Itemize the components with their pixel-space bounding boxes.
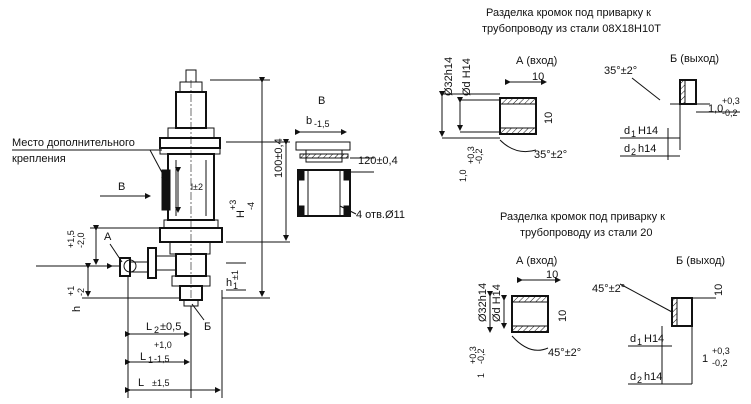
top-outlet-detail: Б (выход) 35°±2° d 1 H14 d 2 h14 1,0 +0,… xyxy=(604,53,740,160)
dim-h-main-tol-top: +3 xyxy=(228,200,238,210)
top-outlet-toltop: +0,3 xyxy=(722,96,740,106)
bottom-inlet-detail: А (вход) Ø32h14 Ød H14 10 10 45°±2° 1 +0… xyxy=(468,255,581,378)
bottom-outlet-d1-sub: 1 xyxy=(637,337,642,347)
dim-h-left-tol-top: +1 xyxy=(66,286,76,296)
main-labels: Место дополнительного крепления В А Б xyxy=(12,137,211,333)
bottom-header-line1: Разделка кромок под приварку к xyxy=(500,211,665,223)
bottom-outlet-toltop: +0,3 xyxy=(712,346,730,356)
dim-h1-sub: 1 xyxy=(233,281,238,291)
top-outlet-d1-sub: 1 xyxy=(631,129,636,139)
bottom-outlet-title: Б (выход) xyxy=(676,255,725,267)
top-inlet-detail: А (вход) Ø32h14 Ød H14 10 10 35°±2° 1,0 … xyxy=(439,55,567,182)
bottom-outlet-dim10: 10 xyxy=(713,284,725,296)
bottom-inlet-tolbot: -0,2 xyxy=(476,348,486,364)
top-inlet-angle: 35°±2° xyxy=(534,149,567,161)
top-inlet-tolbase: 1,0 xyxy=(458,169,468,182)
view-v: В b -1,5 120±0,4 4 отв.Ø11 xyxy=(295,95,405,221)
top-outlet-angle: 35°±2° xyxy=(604,65,637,77)
top-inlet-title: А (вход) xyxy=(516,55,557,67)
dim-15-top: +1,5 xyxy=(66,230,76,248)
bottom-outlet-d1-tol: H14 xyxy=(644,333,664,345)
bottom-outlet-d2-tol: h14 xyxy=(644,371,662,383)
top-inlet-dim32: Ø32h14 xyxy=(443,57,455,96)
bottom-inlet-toltop: +0,3 xyxy=(468,346,478,364)
view-v-title: В xyxy=(318,95,325,107)
mount-label-1: Место дополнительного xyxy=(12,137,135,149)
dim-100: 100±0,4 xyxy=(273,138,285,178)
dim-l1: L xyxy=(140,351,146,363)
top-outlet-d1: d xyxy=(624,125,630,137)
dim-h-main: H xyxy=(235,210,247,218)
top-outlet-d2-tol: h14 xyxy=(638,143,656,155)
arrow-b-label: Б xyxy=(204,321,211,333)
top-header-line1: Разделка кромок под приварку к xyxy=(486,7,651,19)
bottom-inlet-title: А (вход) xyxy=(516,255,557,267)
bottom-inlet-dim10a: 10 xyxy=(546,269,558,281)
bottom-header: Разделка кромок под приварку к трубопров… xyxy=(500,211,665,239)
dim-b-tol: -1,5 xyxy=(314,119,330,129)
dim-h-left: h xyxy=(71,306,83,312)
dim-b: b xyxy=(306,115,312,127)
dim-L: L xyxy=(138,377,144,389)
holes-label: 4 отв.Ø11 xyxy=(356,209,405,221)
valve-main-view xyxy=(119,69,223,307)
dim-l2-sub: 2 xyxy=(154,325,159,335)
bottom-outlet-d1: d xyxy=(630,333,636,345)
bottom-outlet-d2-sub: 2 xyxy=(637,375,642,385)
top-outlet-d2-sub: 2 xyxy=(631,147,636,157)
bottom-outlet-tolbot: -0,2 xyxy=(712,358,728,368)
bottom-outlet-detail: Б (выход) 45°±2° 10 d 1 H14 d 2 h14 1 +0… xyxy=(592,255,730,385)
top-header: Разделка кромок под приварку к трубопров… xyxy=(482,7,661,35)
dim-l2-tol: ±0,5 xyxy=(160,321,181,333)
arrow-a-label: А xyxy=(104,231,112,243)
mount-label-2: крепления xyxy=(12,153,66,165)
top-outlet-tolbase: 1,0 xyxy=(708,103,723,115)
dim-h-main-tol-bot: -4 xyxy=(246,202,256,210)
dim-15-bot: -2,0 xyxy=(76,232,86,248)
dim-h1: h xyxy=(226,277,232,289)
bottom-inlet-dimd: Ød H14 xyxy=(491,284,503,322)
top-inlet-dim10b: 10 xyxy=(543,112,555,124)
dim-l1-sub: 1 xyxy=(148,355,153,365)
top-outlet-tolbot: -0,2 xyxy=(722,108,738,118)
dim-l1-tol-bot: -1,5 xyxy=(154,354,170,364)
top-inlet-tolbot: -0,2 xyxy=(474,148,484,164)
top-inlet-toltop: +0,3 xyxy=(466,146,476,164)
main-dimensions: H +3 -4 100±0,4 l±2 h 1 ±1 h +1 -2 +1,5 … xyxy=(66,77,290,398)
top-outlet-title: Б (выход) xyxy=(670,53,719,65)
bottom-inlet-tolbase: 1 xyxy=(476,373,486,378)
top-outlet-d2: d xyxy=(624,143,630,155)
top-inlet-dim10a: 10 xyxy=(532,71,544,83)
dim-120: 120±0,4 xyxy=(358,155,398,167)
bottom-inlet-dim10b: 10 xyxy=(557,310,569,322)
bottom-inlet-dim32: Ø32h14 xyxy=(477,283,489,322)
bottom-outlet-angle: 45°±2° xyxy=(592,283,625,295)
dim-l1-tol-top: +1,0 xyxy=(154,340,172,350)
bottom-inlet-angle: 45°±2° xyxy=(548,347,581,359)
top-outlet-d1-tol: H14 xyxy=(638,125,658,137)
dim-h-left-tol-bot: -2 xyxy=(76,288,86,296)
dim-l2: L xyxy=(146,321,152,333)
bottom-outlet-tolbase: 1 xyxy=(702,353,708,365)
dim-h1-tol: ±1 xyxy=(230,270,240,280)
dim-L-tol: ±1,5 xyxy=(152,378,169,388)
top-header-line2: трубопроводу из стали 08Х18Н10Т xyxy=(482,23,661,35)
top-inlet-dimd: Ød H14 xyxy=(461,58,473,96)
bottom-header-line2: трубопроводу из стали 20 xyxy=(520,227,652,239)
arrow-v-label: В xyxy=(118,181,125,193)
bottom-outlet-d2: d xyxy=(630,371,636,383)
dim-l-plus2: l±2 xyxy=(191,182,203,192)
